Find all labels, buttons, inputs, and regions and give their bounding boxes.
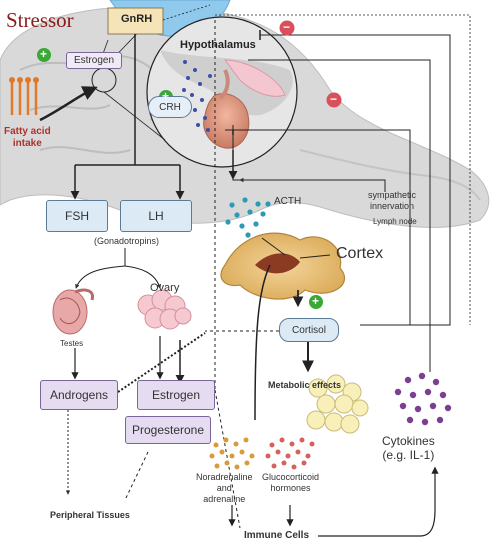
plus-badge-stressor — [37, 48, 51, 62]
acth-label: ACTH — [274, 196, 302, 207]
minus-badge-top — [279, 20, 295, 36]
testes-illustration — [52, 288, 95, 335]
immune-to-cytokines-arrow — [318, 466, 439, 537]
estrogen-top-label: Estrogen — [73, 55, 115, 66]
estrogen-top-box: Estrogen — [66, 52, 122, 69]
crh-box: CRH — [148, 96, 192, 118]
lh-box: LH — [120, 200, 192, 232]
cortex-label: Cortex — [336, 245, 384, 262]
lh-label: LH — [148, 209, 164, 223]
fatty-acid-icon — [9, 77, 39, 115]
plus-sign-stressor: + — [40, 47, 48, 61]
progesterone-label: Progesterone — [131, 423, 205, 437]
noradrenaline-label: Noradrenaline and adrenaline — [196, 472, 253, 504]
gonadotropins-label: (Gonadotropins) — [94, 236, 160, 246]
stressor-label: Stressor — [6, 8, 74, 32]
cortisol-box: Cortisol — [279, 318, 339, 342]
cytokine-dots — [394, 372, 452, 426]
hypothalamus-label: Hypothalamus — [180, 39, 256, 51]
peripheral-tissues-label: Peripheral Tissues — [50, 510, 130, 520]
glucocorticoid-dots — [265, 437, 315, 470]
cortisol-label: Cortisol — [292, 324, 326, 336]
glucocorticoid-label: Glucocorticoid hormones — [262, 472, 320, 493]
plus-sign-crh: + — [162, 89, 170, 103]
noradrenaline-dots — [209, 437, 255, 470]
plus-sign-adrenal: + — [312, 294, 320, 308]
metabolic-bubbles — [306, 374, 369, 434]
ovary-label: Ovary — [150, 282, 180, 294]
fatty-acid-label: Fatty acid intake — [4, 126, 51, 149]
cytokines-label: Cytokines (e.g. IL-1) — [382, 434, 435, 462]
gnrh-box — [107, 7, 164, 35]
lymph-node-label: Lymph node — [373, 217, 417, 226]
estrogen-bottom-box: Estrogen — [137, 380, 215, 410]
fsh-label: FSH — [65, 209, 89, 223]
acth-dots — [225, 197, 271, 238]
progesterone-box: Progesterone — [125, 416, 211, 444]
androgens-box: Androgens — [40, 380, 118, 410]
gnrh-label: GnRH — [121, 13, 153, 25]
plus-badge-adrenal — [309, 295, 323, 309]
cytokine-feedback-line — [248, 59, 431, 372]
testes-label: Testes — [60, 339, 84, 348]
androgens-label: Androgens — [49, 388, 109, 402]
minus-sign-mid: − — [330, 92, 338, 106]
cortisol-feedback-line — [260, 34, 451, 326]
minus-badge-mid — [326, 92, 342, 108]
sympathetic-label: sympathetic innervation — [368, 190, 417, 211]
immune-cells-label: Immune Cells — [244, 530, 310, 541]
estrogen-bottom-label: Estrogen — [151, 388, 201, 402]
fatty-acid-arrow — [39, 86, 98, 122]
metabolic-label: Metabolic effects — [268, 380, 342, 390]
fsh-box: FSH — [46, 200, 108, 232]
crh-label: CRH — [159, 101, 181, 113]
minus-sign-top: − — [283, 20, 291, 34]
adrenal-to-noradrenaline-line — [254, 264, 271, 421]
ovary-illustration — [137, 289, 192, 330]
